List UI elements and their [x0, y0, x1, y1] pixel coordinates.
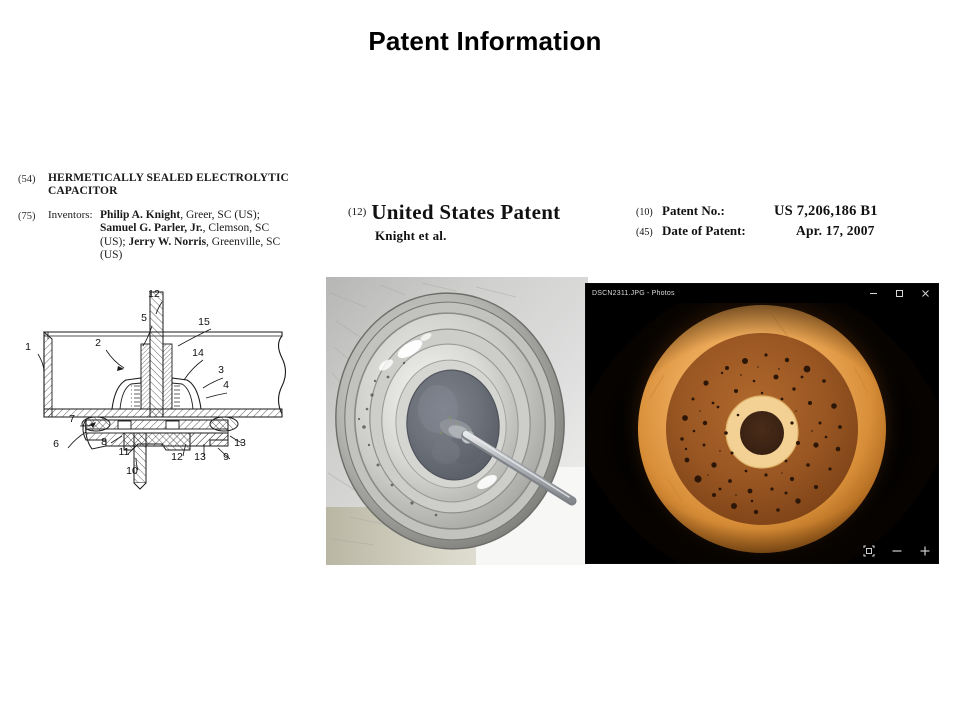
- photos-image-canvas[interactable]: [586, 303, 938, 563]
- close-icon[interactable]: [912, 284, 938, 303]
- drawing-numeral-4: 4: [223, 379, 229, 391]
- patent-inventors-body: Inventors: Philip A. Knight, Greer, SC (U…: [48, 209, 328, 263]
- patent-title-row: (54) HERMETICALLY SEALED ELECTROLYTIC CA…: [18, 172, 328, 199]
- drawing-numeral-2: 2: [95, 337, 101, 349]
- drawing-numeral-12: 12: [148, 288, 160, 300]
- us-patent-title: United States Patent: [371, 200, 561, 224]
- patent-number-code: (10): [636, 207, 653, 218]
- drawing-numeral-3: 3: [218, 364, 224, 376]
- us-patent-title-line: (12) United States Patent: [348, 200, 560, 225]
- drawing-numeral-8: 8: [101, 436, 107, 448]
- us-patent-applicant: Knight et al.: [375, 228, 447, 243]
- patent-inventors-code: (75): [18, 210, 36, 222]
- inventor-location-3: , Greenville, SC (US): [100, 235, 281, 262]
- capacitor-end-seal-photo: [326, 277, 588, 565]
- patent-title-code: (54): [18, 174, 36, 185]
- patent-number-block: (10) Patent No.: US 7,206,186 B1 (45) Da…: [636, 203, 878, 242]
- photos-window-title: DSCN2311.JPG - Photos: [592, 290, 675, 297]
- drawing-numeral-9: 9: [223, 451, 229, 463]
- inventor-location-1: , Greer, SC (US);: [180, 208, 260, 221]
- patent-date-code: (45): [636, 227, 653, 238]
- drawing-numeral-7: 7: [69, 413, 75, 425]
- drawing-numeral-13: 13: [234, 437, 246, 449]
- drawing-numeral-6: 6: [53, 438, 59, 450]
- inventor-name-2: Samuel G. Parler, Jr.: [100, 222, 203, 235]
- drawing-numeral-15: 15: [198, 316, 210, 328]
- patent-number-row: (10) Patent No.: US 7,206,186 B1: [636, 203, 878, 220]
- patent-front-page-text: (54) HERMETICALLY SEALED ELECTROLYTIC CA…: [18, 172, 328, 272]
- maximize-icon[interactable]: [886, 284, 912, 303]
- drawing-numeral-12: 12: [171, 451, 183, 463]
- drawing-numeral-1: 1: [25, 341, 31, 353]
- zoom-in-icon[interactable]: [917, 543, 932, 558]
- inventor-name-3: Jerry W. Norris: [128, 235, 207, 248]
- fit-to-window-icon[interactable]: [861, 543, 876, 558]
- photos-app-window[interactable]: DSCN2311.JPG - Photos: [586, 284, 938, 563]
- inventors-list: Philip A. Knight, Greer, SC (US); Samuel…: [100, 209, 296, 263]
- photos-bottom-toolbar[interactable]: [861, 543, 932, 558]
- drawing-numeral-14: 14: [192, 347, 204, 359]
- inventor-name-1: Philip A. Knight: [100, 208, 181, 221]
- us-patent-heading: (12) United States Patent Knight et al.: [348, 200, 560, 244]
- inventors-label: Inventors:: [48, 208, 93, 221]
- patent-inventors-row: (75) Inventors: Philip A. Knight, Greer, …: [18, 209, 328, 263]
- patent-number-value: US 7,206,186 B1: [774, 203, 878, 219]
- drawing-numeral-10: 10: [126, 465, 138, 477]
- patent-date-value: Apr. 17, 2007: [796, 223, 875, 238]
- minimize-icon[interactable]: [860, 284, 886, 303]
- zoom-out-icon[interactable]: [889, 543, 904, 558]
- patent-date-label: Date of Patent:: [662, 223, 746, 238]
- us-patent-code: (12): [348, 206, 367, 218]
- patent-number-label: Patent No.:: [662, 203, 725, 218]
- window-controls: [860, 284, 938, 303]
- drawing-numeral-5: 5: [141, 312, 147, 324]
- drawing-numeral-11: 11: [119, 446, 130, 458]
- photos-titlebar[interactable]: DSCN2311.JPG - Photos: [586, 284, 938, 303]
- patent-date-row: (45) Date of Patent: Apr. 17, 2007: [636, 223, 878, 239]
- page-title: Patent Information: [368, 26, 602, 56]
- drawing-numeral-13: 13: [194, 451, 206, 463]
- patent-title-text: HERMETICALLY SEALED ELECTROLYTIC CAPACIT…: [48, 172, 289, 198]
- inventor-location-2: , Clemson, SC (US);: [100, 222, 270, 248]
